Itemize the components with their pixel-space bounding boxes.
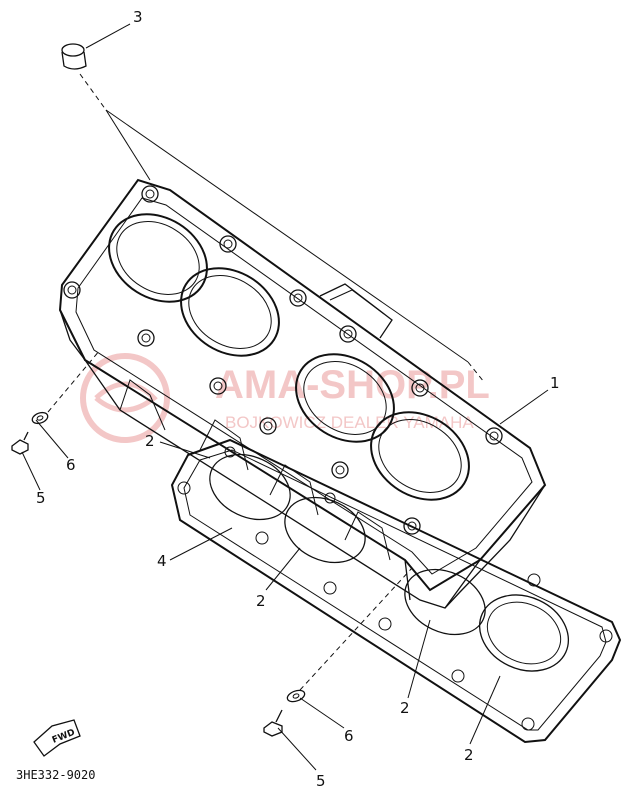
nut-left — [31, 411, 49, 425]
head-bolt-holes — [63, 185, 503, 535]
callout-5-left: 5 — [36, 489, 46, 507]
part-code: 3HE332-9020 — [16, 768, 95, 782]
base-gasket — [170, 438, 622, 744]
callout-6-right: 6 — [344, 727, 354, 745]
callout-4: 4 — [157, 552, 167, 570]
forward-arrow-icon: FWD — [33, 719, 81, 757]
callout-2-lower: 2 — [400, 699, 410, 717]
callout-5-right: 5 — [316, 772, 326, 790]
nut-right — [286, 689, 306, 703]
leader-lines — [21, 23, 549, 771]
callout-1: 1 — [550, 374, 560, 392]
cylinder-bores — [108, 213, 470, 501]
callouts: 3 1 2 6 5 4 2 2 6 2 5 — [36, 8, 560, 790]
watermark-logo — [80, 353, 170, 443]
callout-2-middle: 2 — [256, 592, 266, 610]
gasket-bores — [209, 453, 570, 672]
callout-3: 3 — [133, 8, 143, 26]
bolt-left — [11, 431, 29, 455]
callout-2-bottom: 2 — [464, 746, 474, 764]
cylinder-block — [58, 178, 547, 609]
dowel-pin — [61, 43, 87, 70]
watermark-sub-text: BOJKOWICZ DEALER YAMAHA — [225, 413, 474, 432]
watermark: AMA-SHOP.PL BOJKOWICZ DEALER YAMAHA — [80, 353, 490, 443]
bolt-right — [263, 709, 283, 737]
watermark-main-text: AMA-SHOP.PL — [215, 363, 490, 407]
gasket-bolt-holes — [177, 446, 613, 731]
callout-2-top: 2 — [145, 432, 155, 450]
callout-6-left: 6 — [66, 456, 76, 474]
